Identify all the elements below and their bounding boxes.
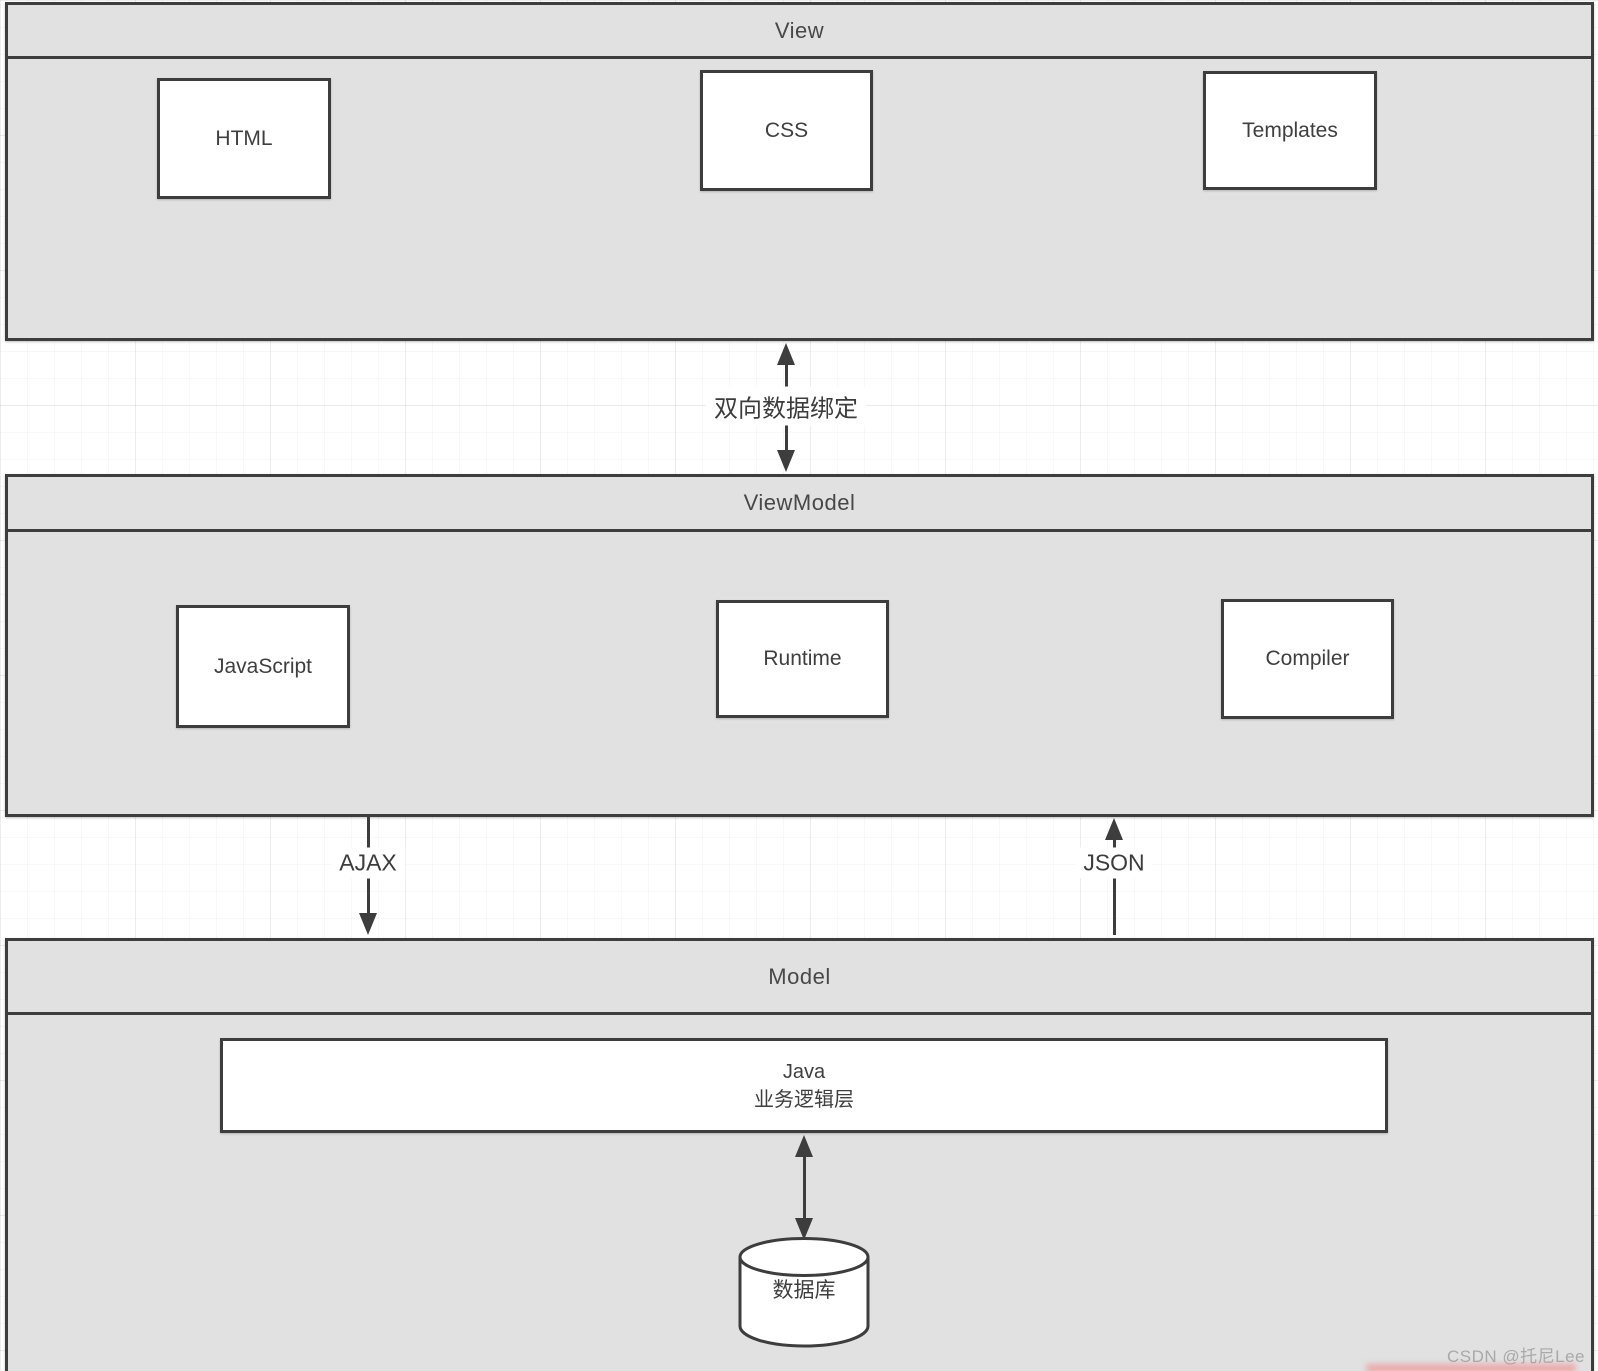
viewmodel-panel-title: ViewModel	[743, 490, 856, 515]
arrow-up-icon	[777, 343, 795, 365]
css-node-label: CSS	[764, 118, 809, 142]
cropped-text-artifact	[1366, 1364, 1576, 1371]
business-layer-label: 业务逻辑层	[754, 1088, 854, 1111]
java-node-label: Java	[782, 1060, 826, 1083]
compiler-node-label: Compiler	[1265, 647, 1350, 670]
arrow-down-icon	[359, 913, 377, 935]
database-cylinder-icon	[738, 1237, 870, 1348]
javascript-node: JavaScript	[176, 605, 350, 728]
arrow-down-icon	[777, 450, 795, 472]
model-panel-header: Model	[8, 941, 1591, 1015]
viewmodel-panel-header: ViewModel	[8, 477, 1591, 532]
ajax-label: AJAX	[331, 847, 405, 879]
csdn-watermark: CSDN @托尼Lee	[1446, 1347, 1585, 1366]
runtime-node: Runtime	[716, 600, 889, 718]
view-panel-title: View	[774, 17, 825, 43]
database-label: 数据库	[772, 1279, 836, 1302]
view-panel-header: View	[8, 5, 1591, 59]
java-business-layer-node: Java 业务逻辑层	[220, 1038, 1388, 1133]
html-node: HTML	[157, 78, 331, 199]
templates-node-label: Templates	[1242, 118, 1338, 142]
css-node: CSS	[700, 70, 873, 191]
json-label: JSON	[1075, 847, 1153, 879]
database-cylinder: 数据库	[737, 1236, 871, 1350]
arrow-up-icon	[795, 1135, 813, 1157]
two-way-binding-label: 双向数据绑定	[706, 386, 866, 426]
templates-node: Templates	[1203, 71, 1377, 190]
compiler-node: Compiler	[1221, 599, 1394, 719]
runtime-node-label: Runtime	[763, 647, 842, 670]
javascript-node-label: JavaScript	[213, 654, 313, 678]
arrow-up-icon	[1105, 818, 1123, 840]
model-panel-title: Model	[768, 963, 831, 989]
arrow-down-icon	[795, 1218, 813, 1240]
html-node-label: HTML	[215, 126, 273, 150]
